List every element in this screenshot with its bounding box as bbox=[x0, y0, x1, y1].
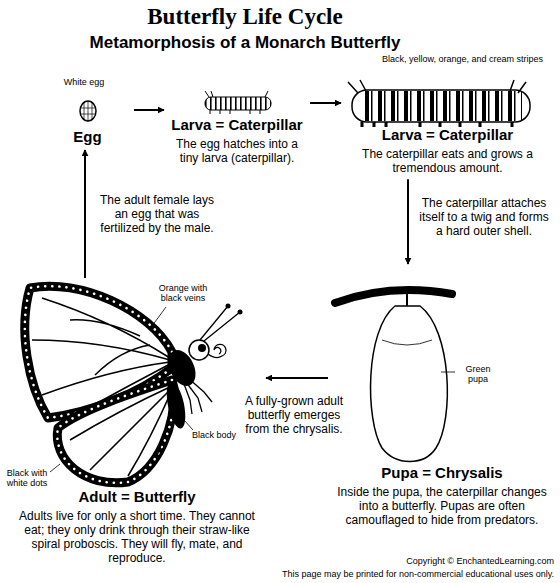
stage-heading: Larva = Caterpillar bbox=[168, 116, 306, 134]
callout-label: White egg bbox=[62, 77, 106, 87]
stage-description: Adults live for only a short time. They … bbox=[12, 509, 262, 566]
stage-arrow bbox=[310, 102, 341, 104]
callout-label: Black with white dots bbox=[4, 468, 50, 489]
stage-arrow bbox=[266, 377, 328, 379]
arrow-label: A fully-grown adult butterfly emerges fr… bbox=[244, 394, 344, 436]
larva-stage: Larva = CaterpillarThe caterpillar eats … bbox=[345, 80, 550, 175]
stage-description: Inside the pupa, the caterpillar changes… bbox=[332, 485, 552, 527]
usage-note: This page may be printed for non-commerc… bbox=[262, 569, 554, 579]
larva-stage: Larva = CaterpillarThe egg hatches into … bbox=[168, 92, 306, 165]
stage-arrow bbox=[84, 150, 86, 278]
stage-heading: Larva = Caterpillar bbox=[345, 126, 550, 144]
copyright-note: Copyright © EnchantedLearning.com bbox=[300, 556, 554, 566]
egg-drawing bbox=[80, 101, 96, 121]
egg-stage: Egg bbox=[45, 92, 130, 146]
callout-label: Green pupa bbox=[456, 364, 500, 385]
stage-arrow bbox=[407, 179, 409, 264]
stage-heading: Adult = Butterfly bbox=[12, 488, 262, 506]
callout-label: Orange with black veins bbox=[148, 283, 218, 304]
leader-lines bbox=[50, 307, 193, 472]
stage-heading: Pupa = Chrysalis bbox=[332, 464, 552, 482]
callout-label: Black body bbox=[190, 430, 238, 440]
stage-description: The caterpillar eats and grows a tremend… bbox=[345, 147, 550, 175]
big-caterpillar bbox=[348, 80, 530, 127]
chrysalis-drawing bbox=[335, 290, 455, 461]
arrow-label: The adult female lays an egg that was fe… bbox=[95, 193, 219, 235]
butterfly-drawing bbox=[25, 286, 243, 483]
stage-arrow bbox=[134, 109, 164, 111]
title: Butterfly Life Cycle bbox=[0, 4, 490, 30]
subtitle: Metamorphosis of a Monarch Butterfly bbox=[0, 33, 490, 53]
adult-stage: Adult = ButterflyAdults live for only a … bbox=[12, 282, 262, 566]
pupa-stage: Pupa = ChrysalisInside the pupa, the cat… bbox=[332, 268, 552, 527]
stage-heading: Egg bbox=[45, 128, 130, 146]
small-caterpillar bbox=[205, 91, 271, 114]
arrow-label: The caterpillar attaches itself to a twi… bbox=[418, 196, 550, 238]
stage-description: The egg hatches into a tiny larva (cater… bbox=[168, 137, 306, 165]
callout-label: Black, yellow, orange, and cream stripes bbox=[380, 54, 545, 64]
